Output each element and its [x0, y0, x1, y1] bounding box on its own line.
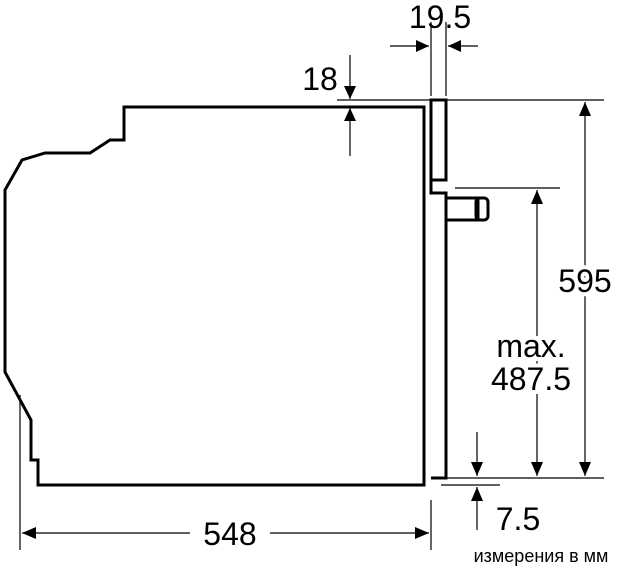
dim-bottom-gap-label: 7.5	[496, 501, 540, 537]
dim-max-value: 487.5	[491, 361, 571, 397]
control-knob	[444, 196, 490, 222]
dim-height-label: 595	[558, 263, 611, 299]
oven-door-lower	[431, 191, 448, 480]
dim-max-label: max.	[496, 328, 565, 364]
oven-door-lip	[429, 180, 446, 195]
dim-front-panel-label: 19.5	[409, 0, 471, 35]
oven-body-outline	[3, 105, 426, 487]
dim-depth-label: 548	[203, 516, 256, 552]
units-caption: измерения в мм	[474, 546, 609, 566]
oven-door-upper	[429, 98, 448, 182]
dim-top-gap-label: 18	[302, 61, 338, 97]
